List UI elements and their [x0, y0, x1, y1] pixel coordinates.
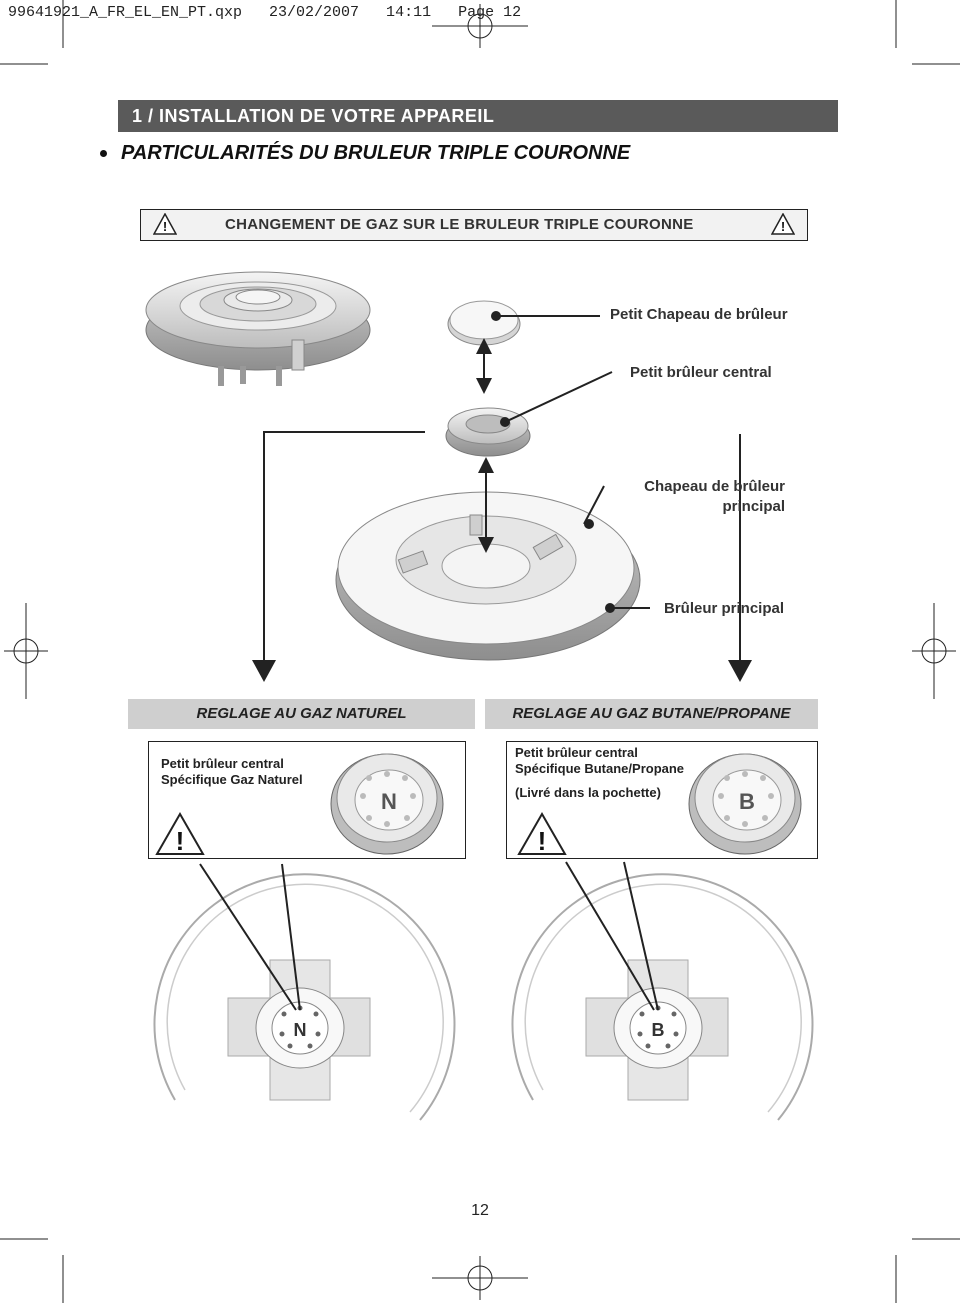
- warning-triangle-icon: !: [155, 812, 205, 856]
- subtitle: PARTICULARITÉS DU BRULEUR TRIPLE COURONN…: [100, 142, 630, 165]
- panel-butane: Petit brûleur central Spécifique Butane/…: [506, 741, 818, 859]
- assembled-burner-image: [145, 271, 371, 386]
- bullet-icon: [100, 150, 107, 158]
- svg-text:N: N: [381, 789, 397, 814]
- small-central-burner-image: [445, 407, 531, 457]
- natural-gas-burner-icon: N: [330, 753, 444, 855]
- svg-text:!: !: [163, 219, 167, 234]
- panel-natural: Petit brûleur central Spécifique Gaz Nat…: [148, 741, 466, 859]
- label-bruleur-principal: Brûleur principal: [664, 600, 785, 617]
- section-title: 1 / INSTALLATION DE VOTRE APPAREIL: [118, 100, 838, 132]
- burner-exploded-diagram: [145, 271, 752, 682]
- registration-mark-bottom: [432, 1256, 528, 1300]
- svg-text:N: N: [294, 1020, 307, 1040]
- small-cap-image: [447, 300, 521, 346]
- warning-triangle-icon-right: !: [771, 213, 795, 235]
- label-chapeau-principal-line2: principal: [722, 498, 785, 515]
- registration-mark-top: [432, 4, 528, 48]
- warning-triangle-icon: !: [517, 812, 567, 856]
- registration-mark-right: [912, 603, 956, 699]
- butane-top-view: B: [511, 873, 814, 1121]
- label-petit-chapeau: Petit Chapeau de brûleur: [610, 306, 788, 323]
- label-chapeau-principal-line1: Chapeau de brûleur: [644, 478, 785, 495]
- natural-line2: Spécifique Gaz Naturel: [161, 772, 303, 787]
- label-petit-bruleur-central: Petit brûleur central: [630, 364, 772, 381]
- natural-line1: Petit brûleur central: [161, 756, 284, 771]
- svg-text:!: !: [781, 219, 785, 234]
- butane-line1: Petit brûleur central: [515, 745, 638, 760]
- butane-burner-icon: B: [688, 753, 802, 855]
- butane-line2: Spécifique Butane/Propane: [515, 761, 685, 776]
- svg-text:B: B: [652, 1020, 665, 1040]
- svg-text:!: !: [176, 826, 185, 856]
- registration-mark-left: [4, 603, 48, 699]
- main-burner-image: [335, 491, 641, 661]
- burner-top-views: N B: [153, 861, 814, 1121]
- panel-heading-natural: REGLAGE AU GAZ NATUREL: [128, 699, 475, 729]
- butane-line3: (Livré dans la pochette): [515, 785, 661, 800]
- page-number: 12: [471, 1202, 489, 1219]
- svg-text:B: B: [739, 789, 755, 814]
- warning-triangle-icon-left: !: [153, 213, 177, 235]
- natural-top-view: N: [153, 873, 456, 1121]
- svg-text:!: !: [538, 826, 547, 856]
- subtitle-text: PARTICULARITÉS DU BRULEUR TRIPLE COURONN…: [121, 142, 631, 164]
- warning-banner: ! CHANGEMENT DE GAZ SUR LE BRULEUR TRIPL…: [140, 209, 808, 241]
- warning-banner-text: CHANGEMENT DE GAZ SUR LE BRULEUR TRIPLE …: [225, 216, 694, 233]
- print-slug: 99641921_A_FR_EL_EN_PT.qxp 23/02/2007 14…: [8, 4, 522, 21]
- panel-heading-butane: REGLAGE AU GAZ BUTANE/PROPANE: [485, 699, 818, 729]
